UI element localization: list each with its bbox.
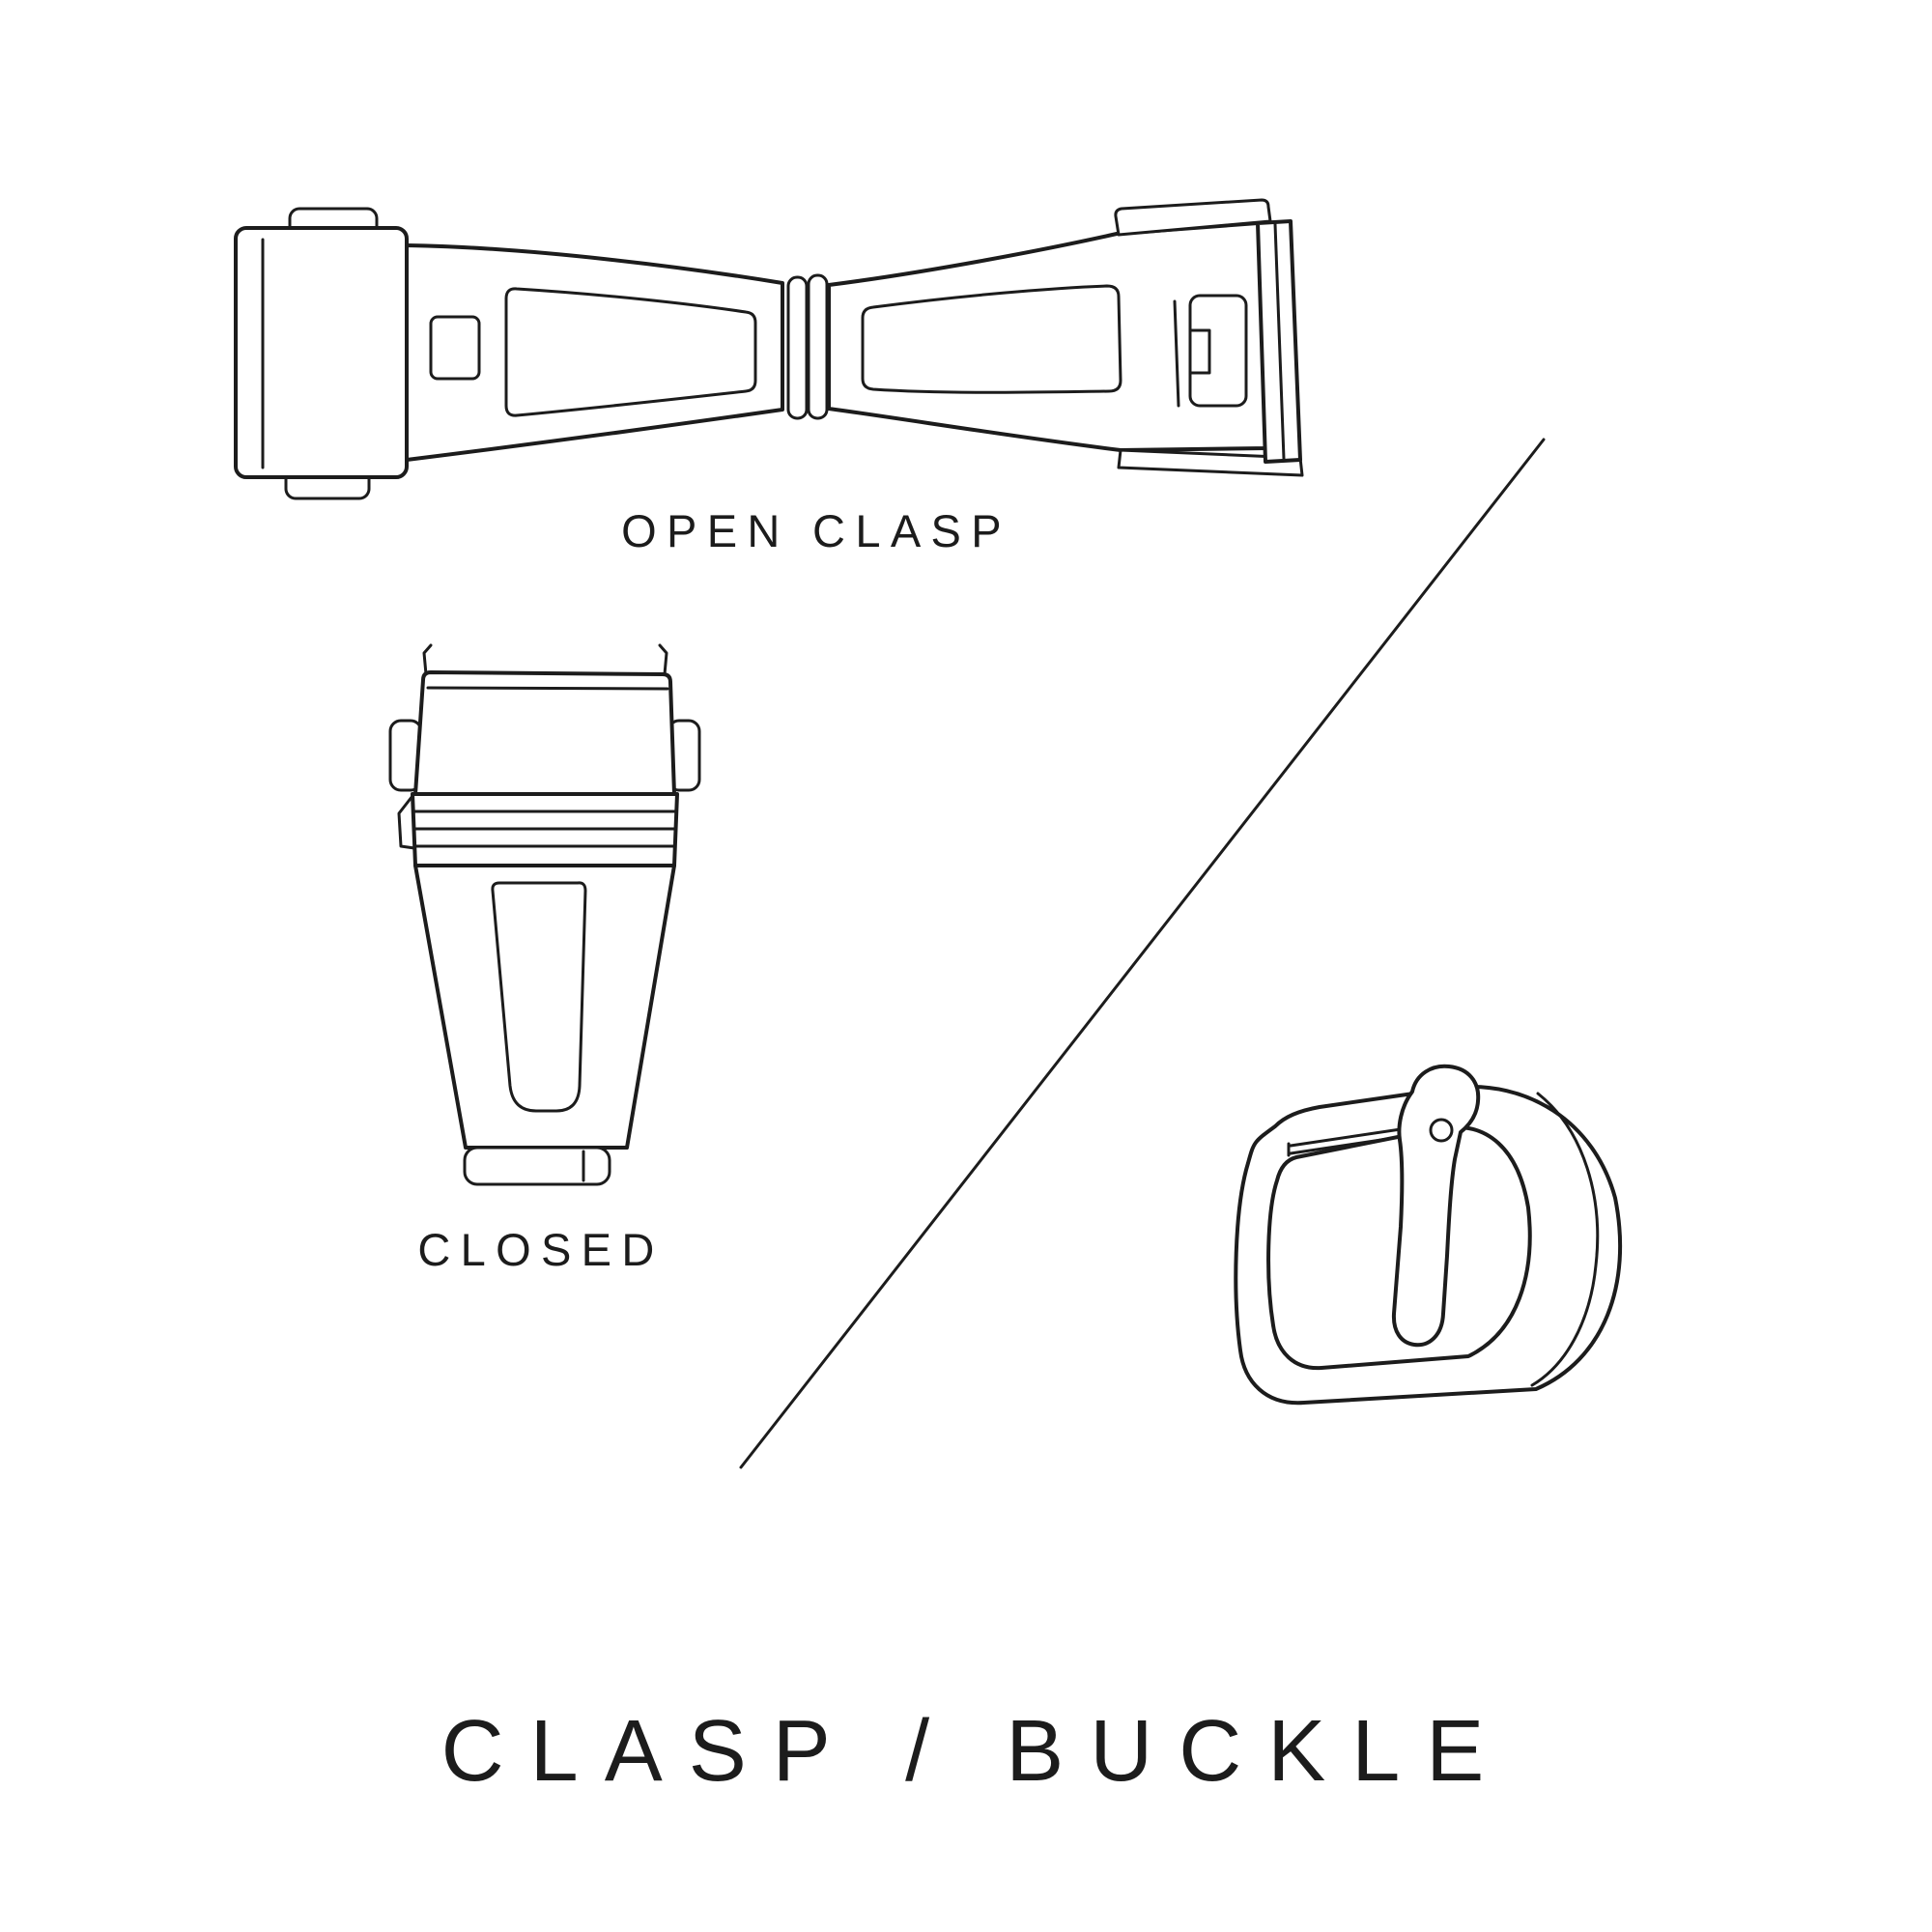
closed-clasp-prong-left: [422, 643, 433, 676]
closed-clasp-illustration: [388, 643, 701, 1186]
open-clasp-latch-notch: [1188, 328, 1211, 375]
closed-clasp-band-flap: [397, 794, 416, 850]
closed-clasp-body: [413, 864, 676, 1150]
open-clasp-left-arm-panel: [504, 287, 757, 417]
closed-clasp-prong-right: [658, 643, 668, 676]
open-clasp-latch: [1188, 294, 1248, 408]
open-clasp-right-arm-panel: [861, 284, 1122, 394]
divider-line: [739, 438, 1546, 1469]
closed-clasp-cover-fold: [426, 686, 669, 691]
closed-clasp-foot: [463, 1146, 611, 1186]
open-clasp-end-cap-edge: [1273, 222, 1286, 461]
closed-clasp-cover: [413, 670, 676, 796]
open-clasp-hinge-left: [786, 275, 809, 420]
open-clasp-right-bottom-flange: [1117, 448, 1304, 477]
closed-label: CLOSED: [417, 1224, 665, 1275]
buckle-tongue-loop: [1429, 1118, 1454, 1143]
open-clasp-label: OPEN CLASP: [621, 505, 1011, 556]
buckle-tongue: [1391, 1064, 1481, 1348]
closed-clasp-body-channel: [491, 881, 587, 1113]
diagram-title: CLASP / BUCKLE: [440, 1703, 1511, 1800]
open-clasp-left-arm: [405, 243, 784, 462]
open-clasp-illustration: [234, 198, 1304, 500]
buckle-bar-contour: [1530, 1092, 1600, 1387]
open-clasp-hinge-right: [807, 273, 829, 420]
buckle-illustration: [1234, 1064, 1623, 1406]
open-clasp-latch-edge: [1173, 299, 1180, 408]
open-clasp-catch-hole: [429, 315, 481, 381]
open-clasp-right-top-flange: [1114, 198, 1272, 237]
